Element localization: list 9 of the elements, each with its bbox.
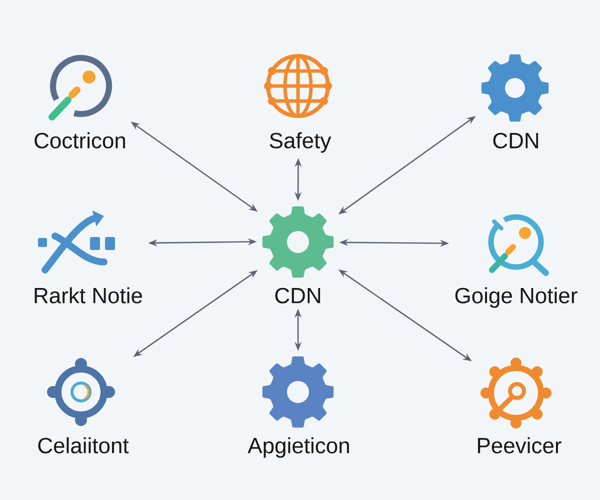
labeled-icon: CDN [275, 288, 320, 304]
labeled-icon: Peevicer [478, 437, 562, 454]
labeled-icon: Safety [270, 132, 332, 153]
labeled-icon: Apgieticon [248, 437, 349, 458]
labeled-icon: Celaiitont [38, 437, 129, 454]
labeled-icon: Goige Notier [455, 287, 578, 308]
labeled-icon: Coctricon [34, 132, 126, 148]
labeled-icon: Rarkt Notie [34, 287, 142, 304]
labeled-icon: CDN [493, 132, 538, 148]
